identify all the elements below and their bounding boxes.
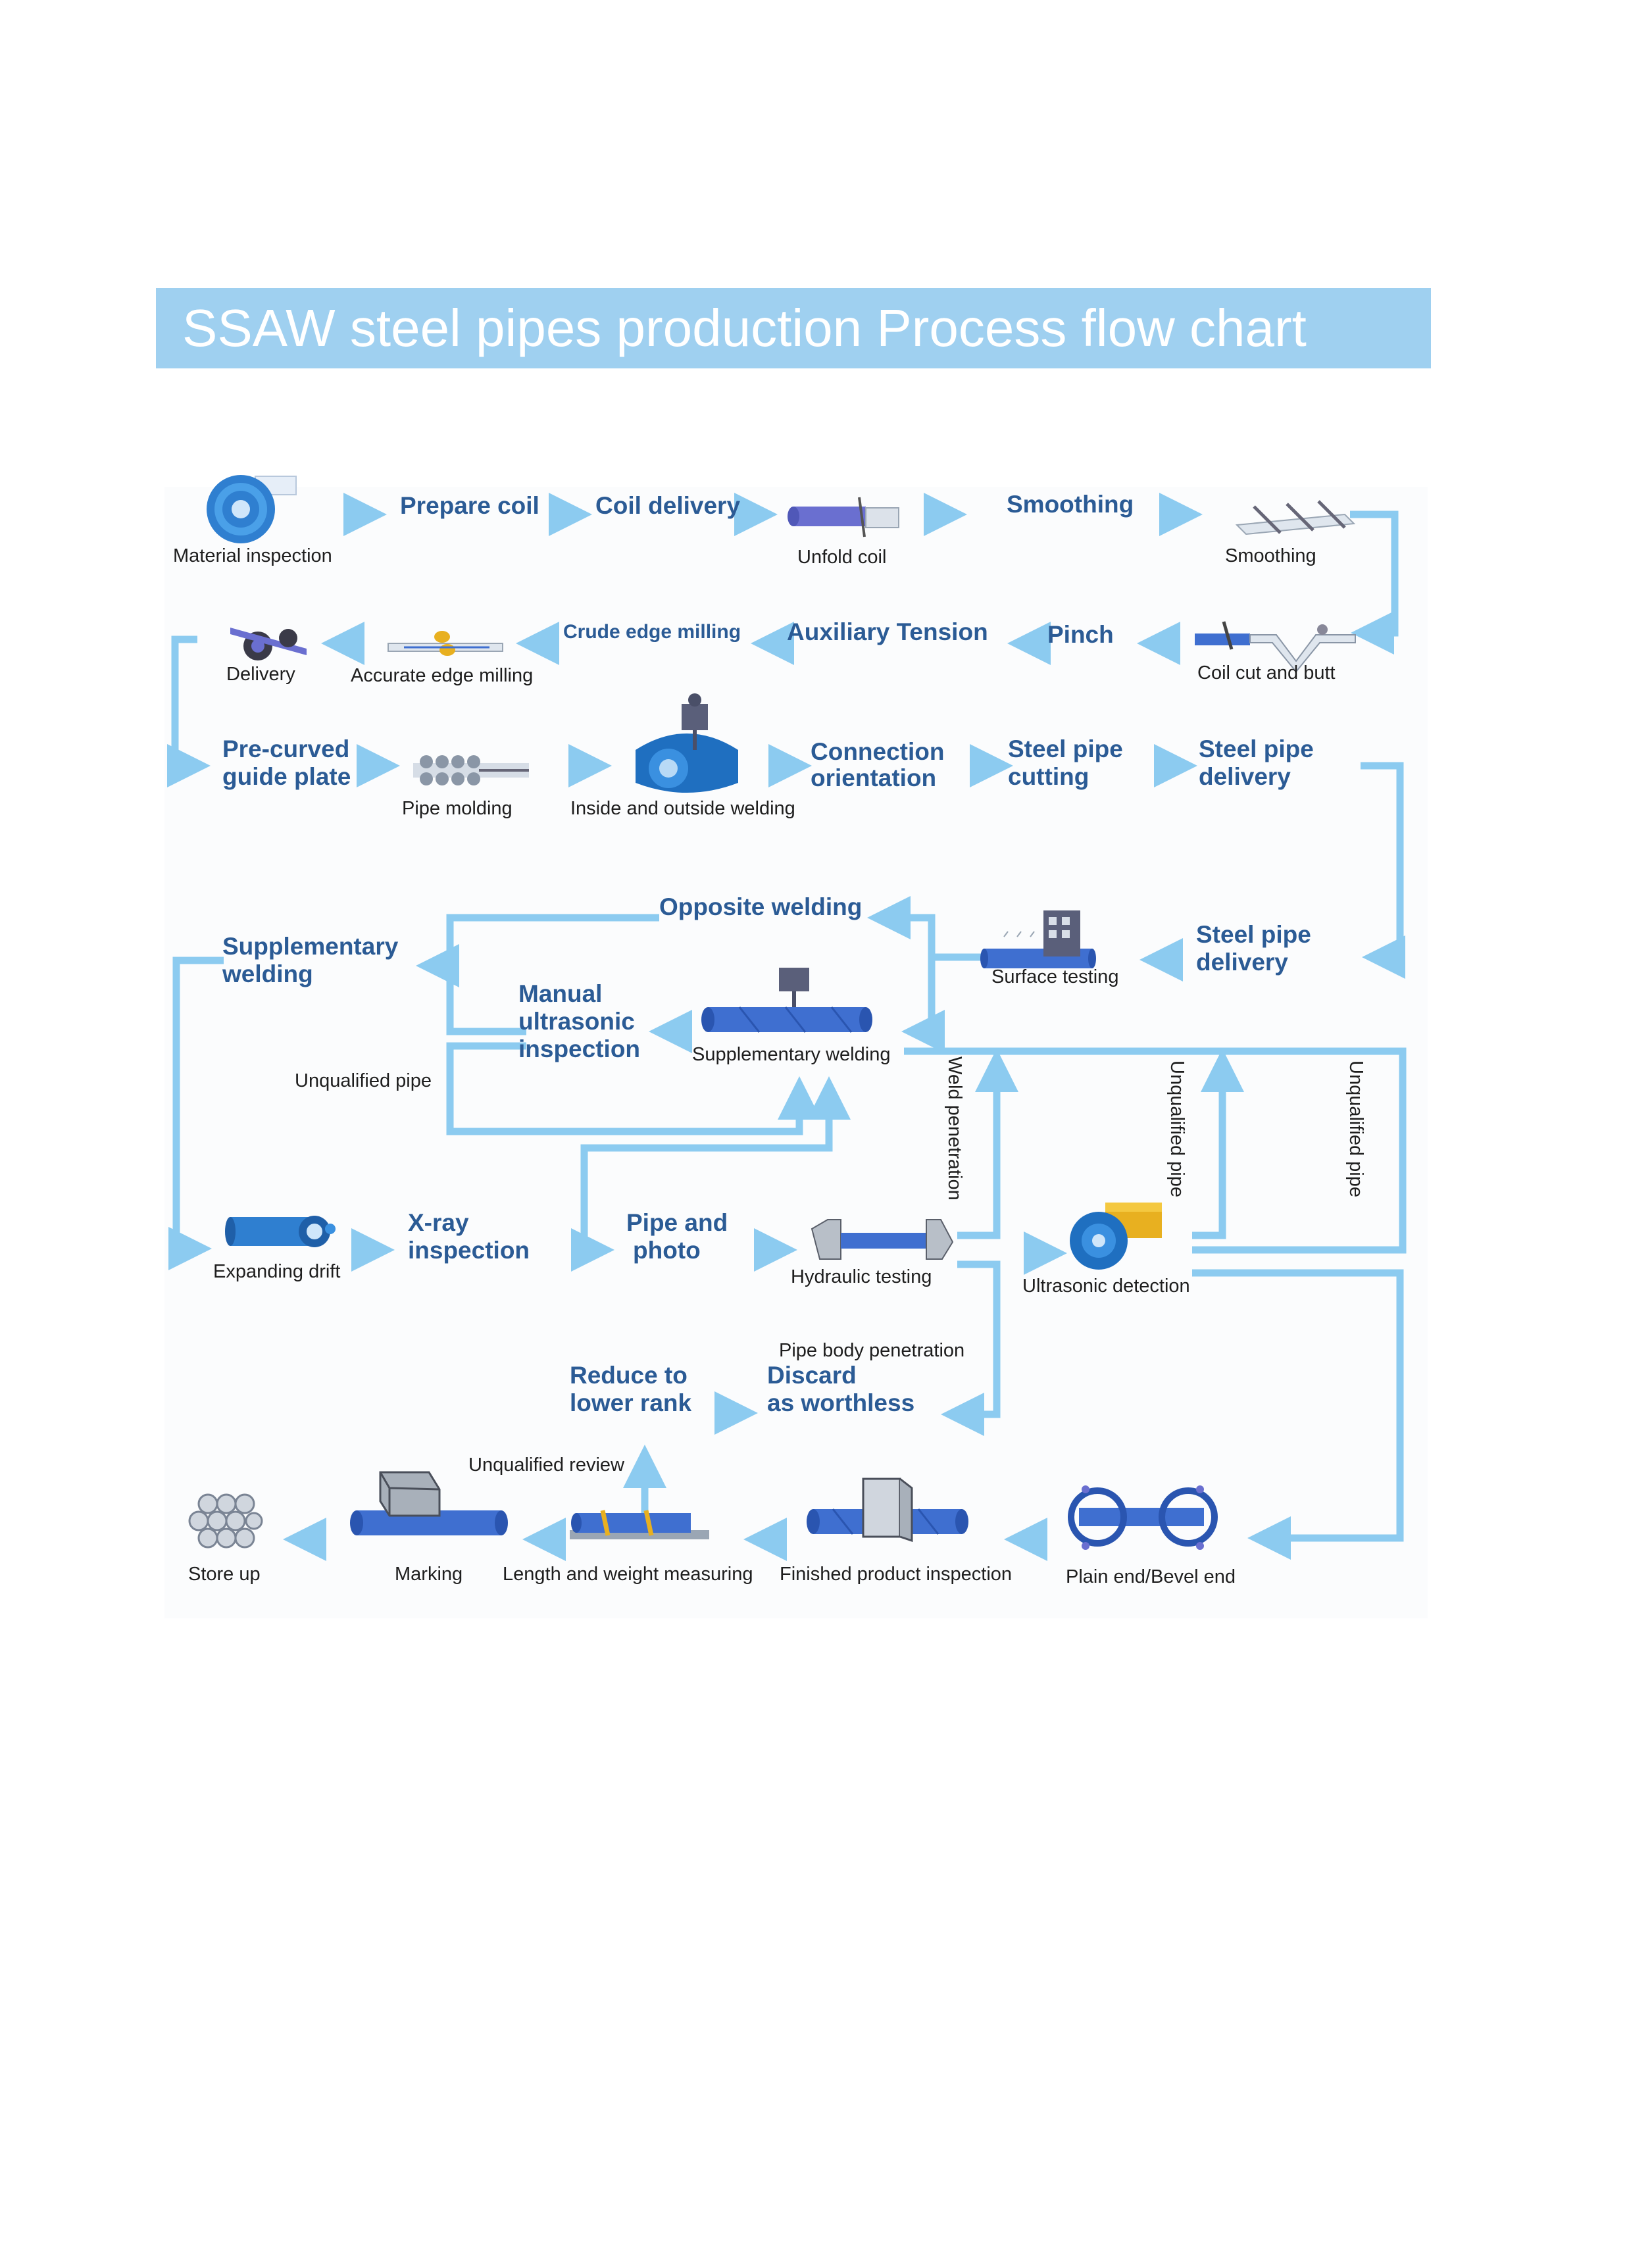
step-pre-curved-line2: guide plate: [222, 763, 351, 790]
caption-unqualified-review: Unqualified review: [468, 1454, 624, 1476]
hydraulic-testing-icon: [811, 1219, 954, 1260]
caption-unqualified-pipe-left: Unqualified pipe: [295, 1070, 432, 1091]
caption-weld-penetration: Weld penetration: [944, 1056, 965, 1201]
caption-hydraulic-testing: Hydraulic testing: [791, 1266, 932, 1287]
flow-connector-unqualified-right: [904, 1047, 1407, 1254]
flow-connector-row5-row7: [1192, 1269, 1404, 1560]
coil-cut-butt-icon: [1195, 621, 1356, 673]
delivery-rollers-icon: [230, 628, 307, 660]
caption-inside-outside-welding: Inside and outside welding: [570, 798, 795, 819]
caption-unfold-coil: Unfold coil: [797, 547, 887, 568]
step-coil-delivery: Coil delivery: [595, 492, 741, 519]
step-pinch: Pinch: [1047, 621, 1114, 648]
expanding-drift-icon: [225, 1216, 336, 1247]
step-delivery1-line1: Steel pipe: [1199, 735, 1314, 762]
surface-testing-icon: [980, 910, 1096, 968]
flow-connector-weld-penetration: [957, 1049, 1018, 1239]
step-xray-line1: X-ray: [408, 1209, 469, 1236]
caption-expanding-drift: Expanding drift: [213, 1261, 341, 1282]
caption-pipe-molding: Pipe molding: [402, 798, 513, 819]
step-reduce-line2: lower rank: [570, 1389, 692, 1416]
coil-roll-icon: [207, 475, 297, 543]
welding-machine-icon: [636, 693, 738, 793]
caption-coil-cut-butt: Coil cut and butt: [1197, 662, 1336, 683]
caption-surface-testing: Surface testing: [991, 966, 1119, 987]
step-pre-curved-line1: Pre-curved: [222, 735, 350, 762]
flow-connector-unqualified-mid: [1192, 1049, 1244, 1239]
caption-unqualified-pipe-mid: Unqualified pipe: [1166, 1060, 1188, 1197]
unfold-coil-icon: [788, 497, 899, 537]
ultrasonic-detection-icon: [1070, 1203, 1162, 1270]
caption-delivery: Delivery: [226, 664, 295, 685]
flow-connector-opposite-welding: [867, 896, 986, 961]
accurate-milling-icon: [388, 631, 503, 656]
plain-bevel-end-icon: [1068, 1485, 1218, 1550]
step-smoothing: Smoothing: [1007, 491, 1134, 518]
caption-pipe-body-penetration: Pipe body penetration: [779, 1340, 965, 1361]
caption-store-up: Store up: [188, 1564, 261, 1585]
flow-connector-row3-row4: [1361, 762, 1405, 979]
caption-length-weight: Length and weight measuring: [503, 1564, 753, 1585]
flow-connector-supplementary-welding: [901, 957, 945, 1053]
step-manual-line1: Manual: [518, 980, 603, 1007]
supplementary-welding-icon: [701, 968, 872, 1033]
step-opposite-welding: Opposite welding: [659, 893, 863, 920]
flow-connector-row1-row2: [1350, 510, 1399, 655]
step-discard-line1: Discard: [767, 1362, 857, 1389]
caption-plain-bevel-end: Plain end/Bevel end: [1066, 1566, 1236, 1587]
flow-connector-unqualified-left: [446, 1042, 821, 1135]
caption-material-inspection: Material inspection: [173, 545, 332, 566]
step-connection-line1: Connection: [811, 738, 945, 765]
caption-supplementary-welding: Supplementary welding: [692, 1044, 891, 1065]
step-xray-line2: inspection: [408, 1237, 530, 1264]
step-cutting-line1: Steel pipe: [1008, 735, 1123, 762]
flow-connector-row4-row5: [168, 957, 224, 1270]
marking-icon: [350, 1471, 508, 1535]
step-supplementary-welding-line2: welding: [222, 960, 313, 987]
flow-connector-pipe-body-penetration: [941, 1260, 1001, 1436]
step-delivery2-line1: Steel pipe: [1196, 921, 1311, 948]
step-manual-line2: ultrasonic: [518, 1008, 635, 1035]
caption-smoothing: Smoothing: [1225, 545, 1316, 566]
flow-connector-photo-supplementary: [580, 1076, 851, 1250]
caption-ultrasonic-detection: Ultrasonic detection: [1022, 1276, 1190, 1297]
caption-unqualified-pipe-right: Unqualified pipe: [1345, 1060, 1366, 1197]
step-reduce-line1: Reduce to: [570, 1362, 688, 1389]
step-delivery1-line2: delivery: [1199, 763, 1291, 790]
step-delivery2-line2: delivery: [1196, 949, 1288, 976]
step-supplementary-welding-line1: Supplementary: [222, 933, 399, 960]
smoothing-rollers-icon: [1235, 500, 1356, 535]
step-photo-line2: photo: [633, 1237, 701, 1264]
step-connection-line2: orientation: [811, 764, 937, 791]
flow-connector-row2-row3: [167, 635, 211, 787]
caption-finished-inspection: Finished product inspection: [780, 1564, 1013, 1585]
step-crude-edge-milling: Crude edge milling: [563, 621, 741, 643]
caption-accurate-edge-milling: Accurate edge milling: [351, 665, 534, 686]
step-photo-line1: Pipe and: [626, 1209, 728, 1236]
step-cutting-line2: cutting: [1008, 763, 1089, 790]
title-banner: SSAW steel pipes production Process flow…: [156, 288, 1431, 368]
finished-inspection-icon: [807, 1478, 968, 1542]
step-prepare-coil: Prepare coil: [400, 492, 539, 519]
step-manual-line3: inspection: [518, 1035, 641, 1062]
step-discard-line2: as worthless: [767, 1389, 915, 1416]
store-up-icon: [188, 1493, 263, 1549]
page-title: SSAW steel pipes production Process flow…: [182, 299, 1307, 357]
step-auxiliary-tension: Auxiliary Tension: [787, 618, 988, 645]
pipe-molding-icon: [413, 755, 529, 785]
length-weight-icon: [570, 1510, 709, 1539]
caption-marking: Marking: [395, 1564, 463, 1585]
